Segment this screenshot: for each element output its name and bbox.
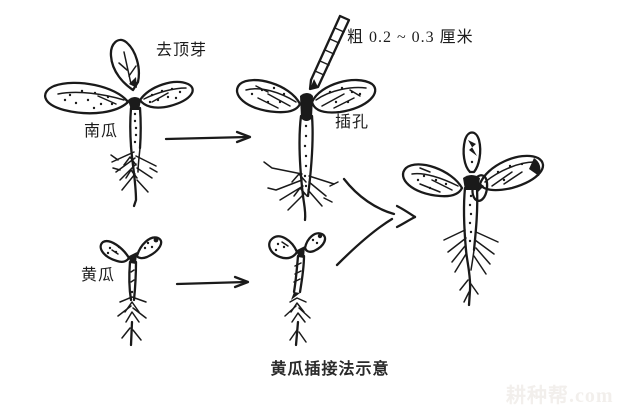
grafted-plant-icon (401, 131, 545, 307)
label-cucumber: 黄瓜 (81, 267, 116, 284)
label-stick-thickness: 粗 0.2 ~ 0.3 厘米 (347, 29, 474, 46)
arrow-right-top-icon (164, 130, 252, 144)
cucumber-seedling-icon (99, 236, 163, 347)
converging-arrows-icon (335, 177, 417, 267)
arrow-right-bottom-icon (175, 275, 250, 289)
pumpkin-seedling-icon (44, 38, 194, 208)
label-remove-top-bud: 去顶芽 (156, 42, 208, 59)
watermark-text: 耕种帮.com (506, 385, 614, 407)
label-pumpkin: 南瓜 (84, 123, 119, 140)
bamboo-needle-icon (308, 14, 351, 91)
cucumber-scion-icon (268, 232, 327, 347)
figure-caption: 黄瓜插接法示意 (270, 361, 390, 378)
rootstock-with-hole-icon (235, 79, 377, 222)
label-insert-hole: 插孔 (335, 114, 370, 131)
